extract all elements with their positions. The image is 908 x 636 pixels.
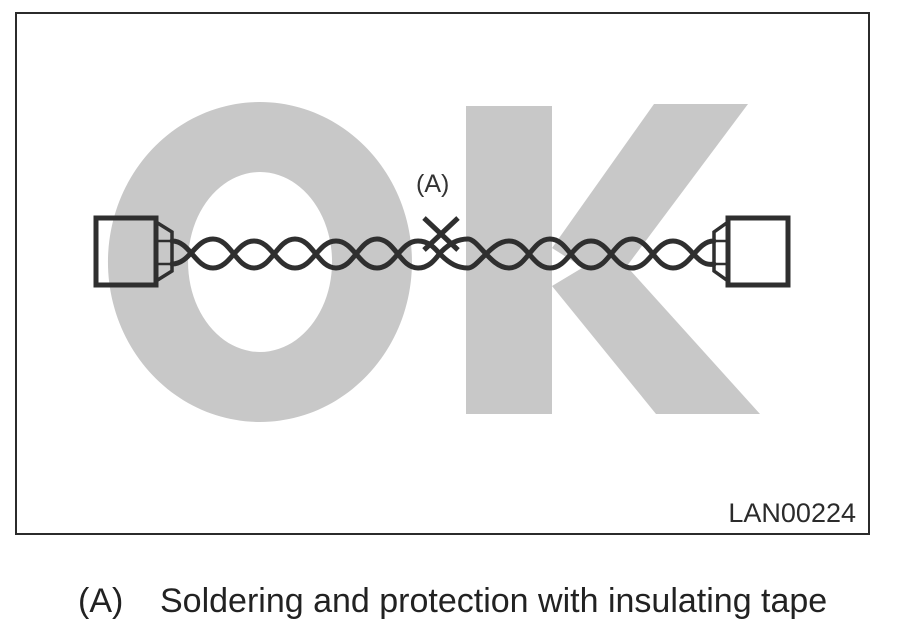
splice-point-x-mark — [422, 216, 460, 252]
twisted-pair-wire — [169, 236, 717, 271]
ok-watermark-letter-o — [107, 102, 412, 422]
callout-label-a: (A) — [416, 170, 450, 198]
left-connector — [93, 215, 174, 288]
figure-code: LAN00224 — [728, 498, 856, 528]
legend-key: (A) — [78, 582, 124, 620]
legend-text: Soldering and protection with insulating… — [160, 582, 828, 620]
wire-strand-b — [169, 236, 717, 271]
right-connector — [712, 215, 791, 288]
legend-item: (A) Soldering and protection with insulat… — [78, 584, 827, 618]
